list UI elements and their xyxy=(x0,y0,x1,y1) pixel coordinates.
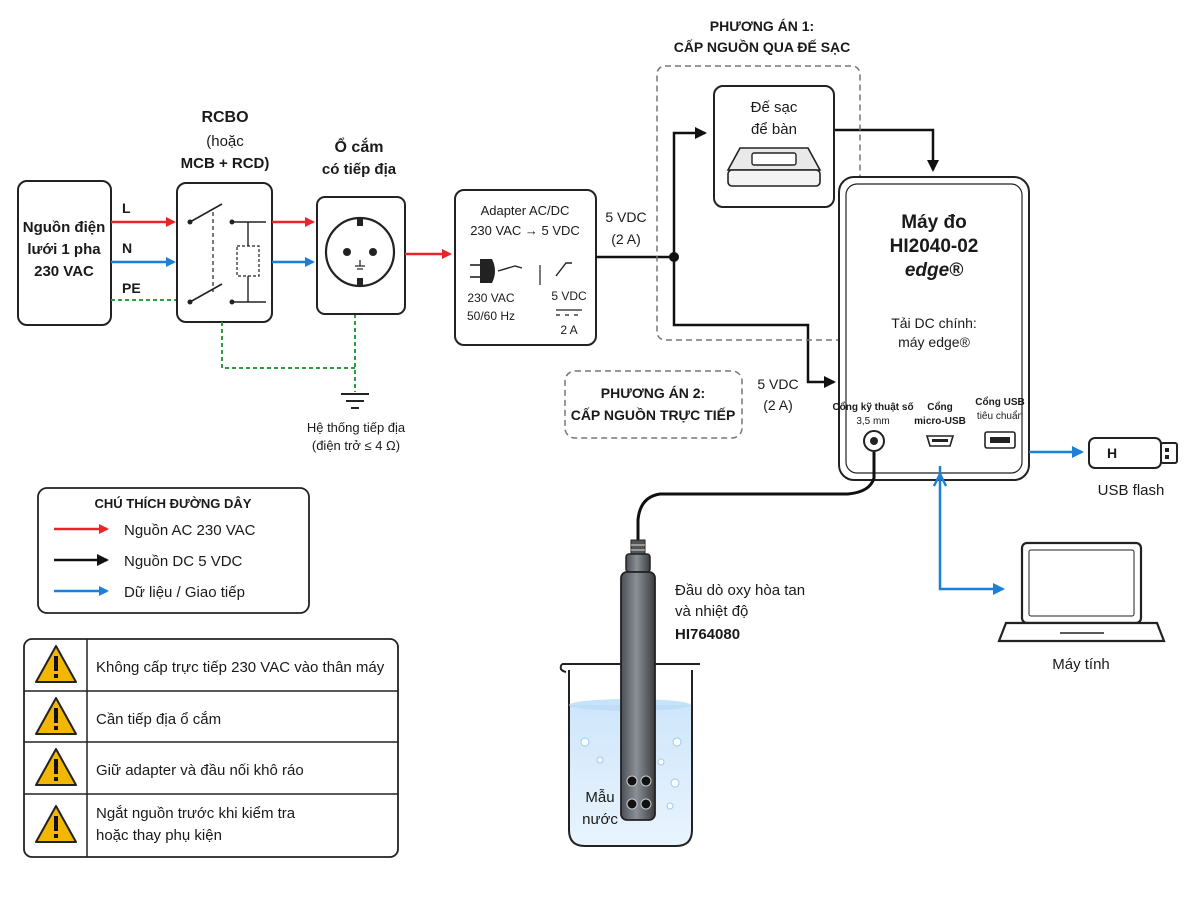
supply-line2: lưới 1 pha xyxy=(27,241,101,258)
supply-line1: Nguồn điện xyxy=(23,219,106,236)
supply-line3: 230 VAC xyxy=(34,263,94,280)
warning-text-4a: Ngắt nguồn trước khi kiểm tra xyxy=(96,805,296,822)
adapter-input-v: 230 VAC xyxy=(467,291,514,305)
audio-port-label2: 3,5 mm xyxy=(856,416,889,427)
option2-title: PHƯƠNG ÁN 2: xyxy=(601,385,705,401)
warning-icon xyxy=(35,645,77,683)
legend-data-label: Dữ liệu / Giao tiếp xyxy=(124,584,245,601)
cradle-line1: Đế sạc xyxy=(751,99,798,116)
warning-text-1: Không cấp trực tiếp 230 VAC vào thân máy xyxy=(96,659,385,676)
meter-device: Máy đo HI2040-02 edge® Tải DC chính: máy… xyxy=(832,176,1030,481)
option2-box: PHƯƠNG ÁN 2: CẤP NGUỒN TRỰC TIẾP xyxy=(564,370,743,439)
legend-title: CHÚ THÍCH ĐƯỜNG DÂY xyxy=(95,496,252,511)
grounded-socket-icon xyxy=(316,196,406,315)
usb-flash-label: USB flash xyxy=(1098,482,1165,499)
cradle-box: Đế sạc để bàn xyxy=(713,85,835,208)
socket-subtitle: có tiếp địa xyxy=(322,161,397,178)
warning-text-4b: hoặc thay phụ kiện xyxy=(96,827,222,844)
dc-direct-wire xyxy=(672,257,836,388)
option1-subtitle: CẤP NGUỒN QUA ĐẾ SẠC xyxy=(674,38,851,55)
cradle-line2: để bàn xyxy=(751,121,797,138)
sample-label2: nước xyxy=(582,811,618,828)
ground-label1: Hệ thống tiếp địa xyxy=(307,420,406,435)
do-probe-icon xyxy=(620,539,656,821)
meter-load-label: Tải DC chính: xyxy=(891,315,977,331)
rcbo-sub1: (hoặc xyxy=(206,133,244,150)
probe-cable xyxy=(636,452,876,540)
micro-usb-port-icon[interactable] xyxy=(925,435,955,447)
pe-label: PE xyxy=(122,280,141,296)
micro-usb-label1: Cổng xyxy=(927,401,953,413)
laptop-icon xyxy=(997,541,1166,643)
ac-plug-icon xyxy=(470,259,523,283)
dc-output-voltage: 5 VDC xyxy=(605,209,646,225)
usb-port-label1: Cổng USB xyxy=(975,396,1024,408)
dc-direct-voltage: 5 VDC xyxy=(757,376,798,392)
dc-to-cradle-wire xyxy=(672,127,707,257)
usb-a-port-icon[interactable] xyxy=(984,431,1016,449)
meter-load-value: máy edge® xyxy=(898,334,970,350)
cradle-to-meter-wire xyxy=(834,128,939,172)
ground-label2: (điện trở ≤ 4 Ω) xyxy=(312,438,400,453)
rcbo-box xyxy=(176,182,273,323)
meter-brand: edge® xyxy=(905,260,963,281)
audio-jack-port-icon[interactable] xyxy=(863,430,885,452)
rcbo-title: RCBO xyxy=(201,109,248,126)
sample-label1: Mẫu xyxy=(585,789,614,806)
micro-usb-label2: micro-USB xyxy=(914,416,966,427)
option1-title: PHƯƠNG ÁN 1: xyxy=(710,18,814,34)
usb-flash-icon: H xyxy=(1088,437,1178,469)
n-label: N xyxy=(122,240,132,256)
option2-subtitle: CẤP NGUỒN TRỰC TIẾP xyxy=(571,406,736,423)
pe-ground-link xyxy=(221,322,355,369)
dc-direct-current: (2 A) xyxy=(763,397,793,413)
adapter-title: Adapter AC/DC xyxy=(481,203,570,218)
meter-model: HI2040-02 xyxy=(890,236,979,257)
ground-symbol-icon xyxy=(341,393,369,409)
adapter-output-v: 5 VDC xyxy=(551,289,587,303)
legend-dc-label: Nguồn DC 5 VDC xyxy=(124,553,243,570)
svg-text:H: H xyxy=(1107,445,1117,461)
computer-label: Máy tính xyxy=(1052,656,1110,673)
warning-text-3: Giữ adapter và đầu nối khô ráo xyxy=(96,762,304,779)
adapter-box: Adapter AC/DC 230 VAC → 5 VDC 230 VAC 50… xyxy=(454,189,597,346)
warning-icon xyxy=(35,697,77,735)
adapter-input-hz: 50/60 Hz xyxy=(467,309,515,323)
warning-icon xyxy=(35,748,77,786)
legend-ac-label: Nguồn AC 230 VAC xyxy=(124,522,256,539)
usb-port-label2: tiêu chuẩn xyxy=(977,410,1023,422)
dc-output-current: (2 A) xyxy=(611,231,641,247)
micro-usb-up-arrow xyxy=(932,473,948,487)
probe-label2: và nhiệt độ xyxy=(675,603,748,620)
adapter-output-a: 2 A xyxy=(560,323,577,337)
l-label: L xyxy=(122,200,131,216)
probe-label3: HI764080 xyxy=(675,626,740,643)
probe-label1: Đầu dò oxy hòa tan xyxy=(675,582,805,599)
warning-table: Không cấp trực tiếp 230 VAC vào thân máy… xyxy=(23,638,399,858)
line-legend: CHÚ THÍCH ĐƯỜNG DÂY Nguồn AC 230 VAC Ngu… xyxy=(37,487,310,614)
audio-port-label1: Cổng kỹ thuật số xyxy=(832,401,913,413)
dc-output-icon xyxy=(555,262,572,277)
warning-text-2: Cần tiếp địa ổ cắm xyxy=(96,711,221,728)
warning-icon xyxy=(35,805,77,843)
mains-supply-box: Nguồn điện lưới 1 pha 230 VAC xyxy=(17,180,112,326)
charging-cradle-icon xyxy=(726,147,822,187)
meter-title: Máy đo xyxy=(901,212,966,233)
adapter-conversion: 230 VAC → 5 VDC xyxy=(470,223,580,238)
socket-title: Ổ cắm xyxy=(335,137,384,156)
rcbo-sub2: MCB + RCD) xyxy=(181,155,270,172)
micro-usb-data-wire xyxy=(938,466,1005,595)
option1-frame xyxy=(656,65,861,341)
